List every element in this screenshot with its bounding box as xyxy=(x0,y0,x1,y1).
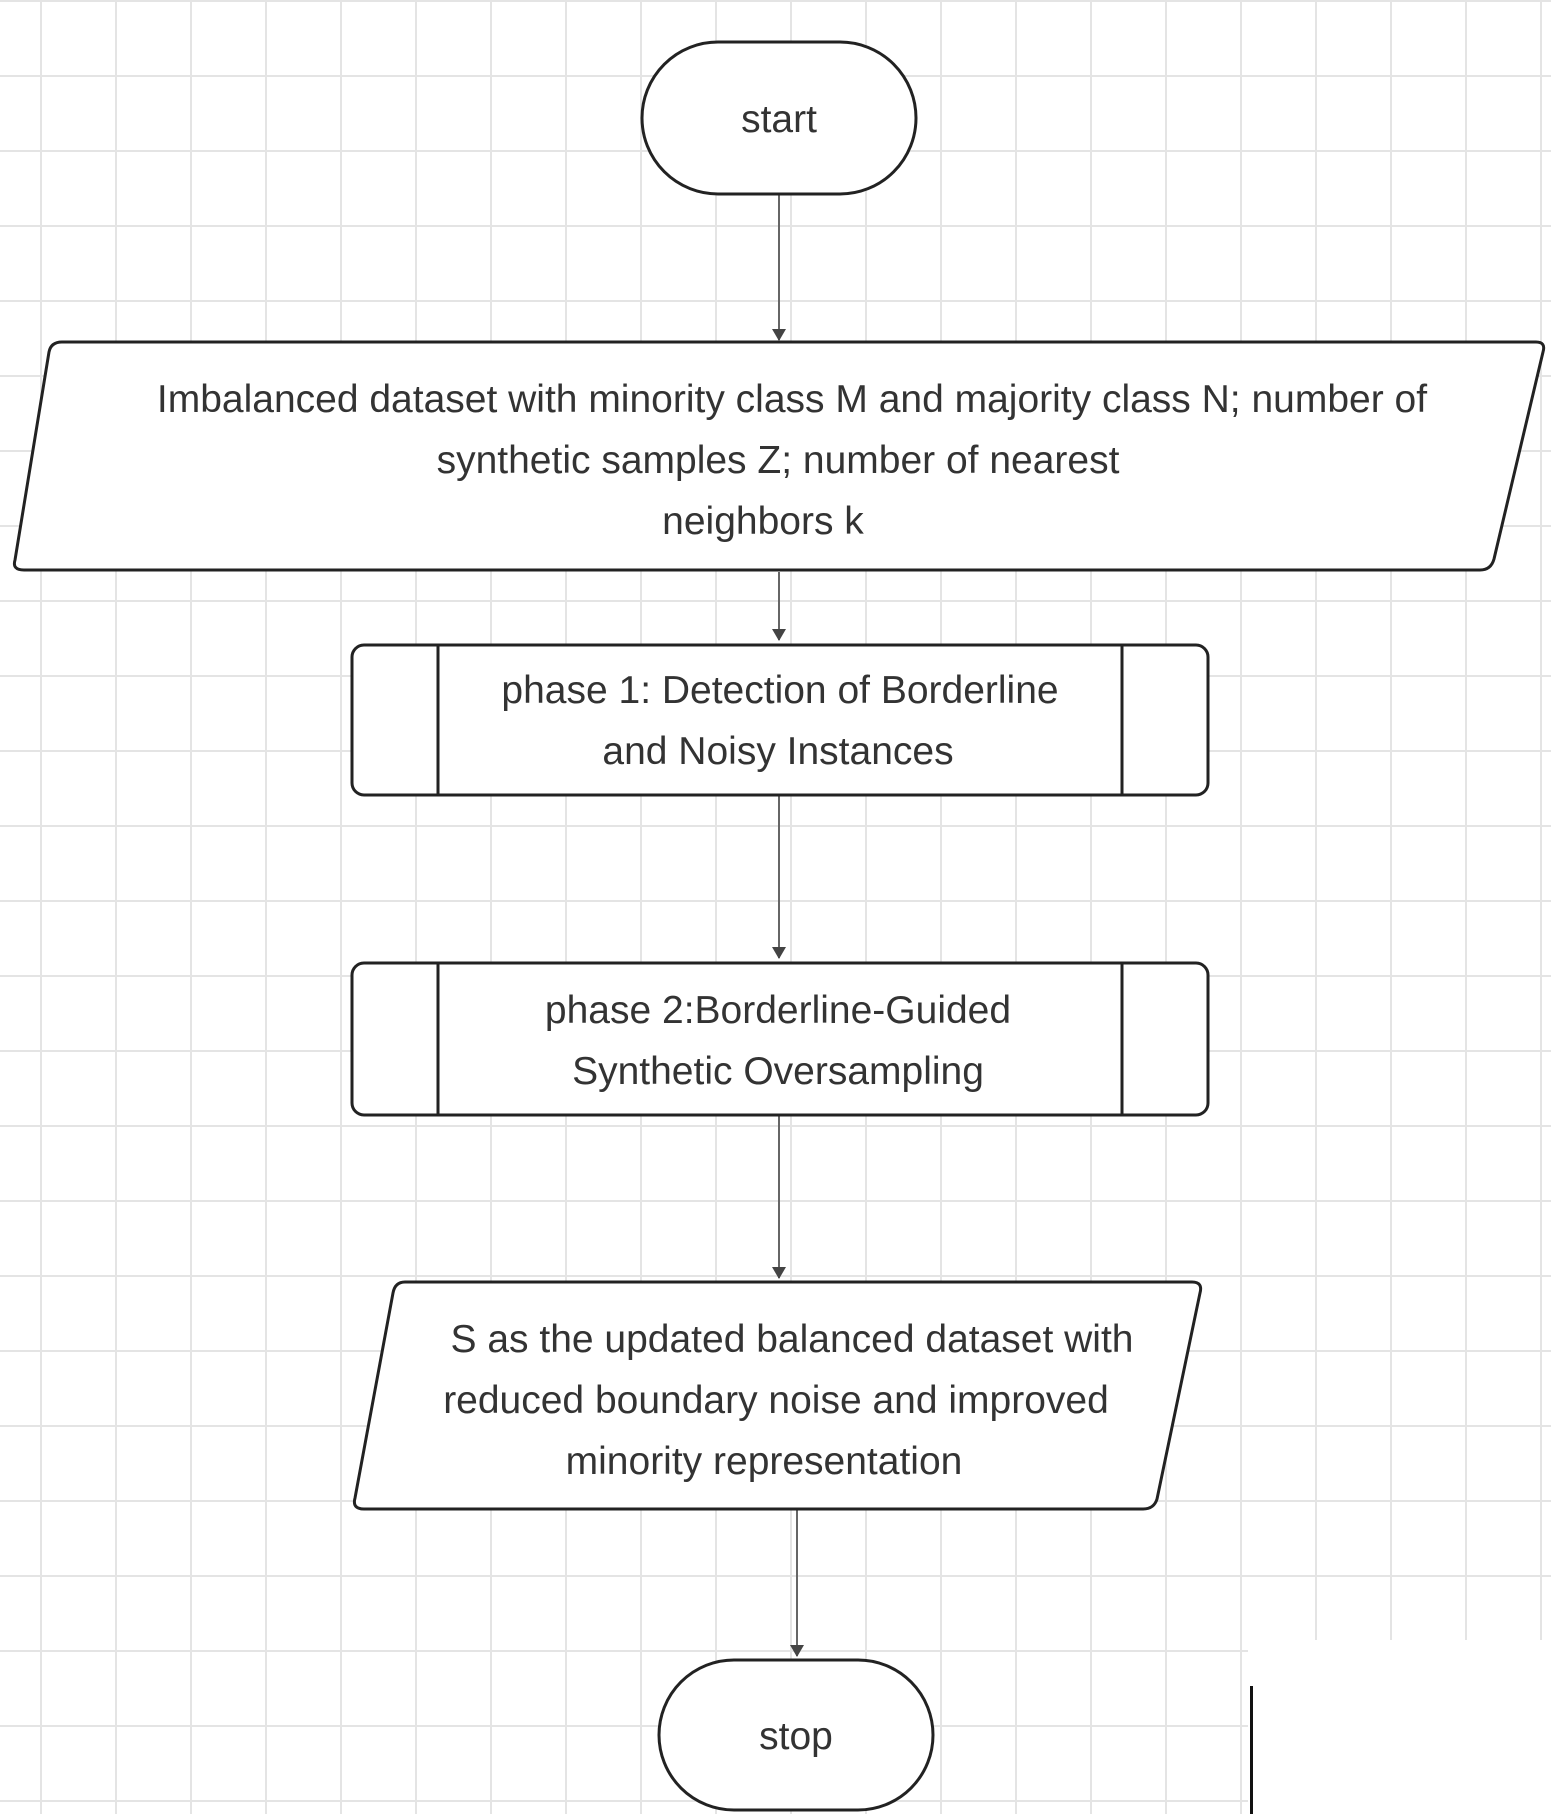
output-label-line-3: minority representation xyxy=(566,1440,963,1483)
input-data-node: Imbalanced dataset with minority class M… xyxy=(12,340,1546,572)
output-data-node: S as the updated balanced dataset with r… xyxy=(352,1280,1203,1511)
phase-2-label-line-1: phase 2:Borderline-Guided xyxy=(545,989,1011,1032)
start-label: start xyxy=(741,98,817,141)
stop-label: stop xyxy=(759,1715,833,1758)
phase-2-process: phase 2:Borderline-Guided Synthetic Over… xyxy=(350,961,1210,1117)
vertical-divider-line xyxy=(1250,1686,1253,1814)
output-label-line-1: S as the updated balanced dataset with xyxy=(451,1318,1134,1361)
start-terminator: start xyxy=(640,40,918,196)
input-label-line-1: Imbalanced dataset with minority class M… xyxy=(157,378,1427,421)
phase-1-label-line-2: and Noisy Instances xyxy=(602,730,953,773)
input-label-line-2: synthetic samples Z; number of nearest xyxy=(437,439,1120,482)
input-label-line-3: neighbors k xyxy=(662,500,864,543)
phase-2-label-line-2: Synthetic Oversampling xyxy=(572,1050,984,1093)
phase-1-label-line-1: phase 1: Detection of Borderline xyxy=(501,669,1058,712)
stop-terminator: stop xyxy=(657,1658,935,1812)
blank-overlay-area xyxy=(1248,1640,1551,1814)
phase-1-process: phase 1: Detection of Borderline and Noi… xyxy=(350,643,1210,797)
output-label-line-2: reduced boundary noise and improved xyxy=(443,1379,1109,1422)
